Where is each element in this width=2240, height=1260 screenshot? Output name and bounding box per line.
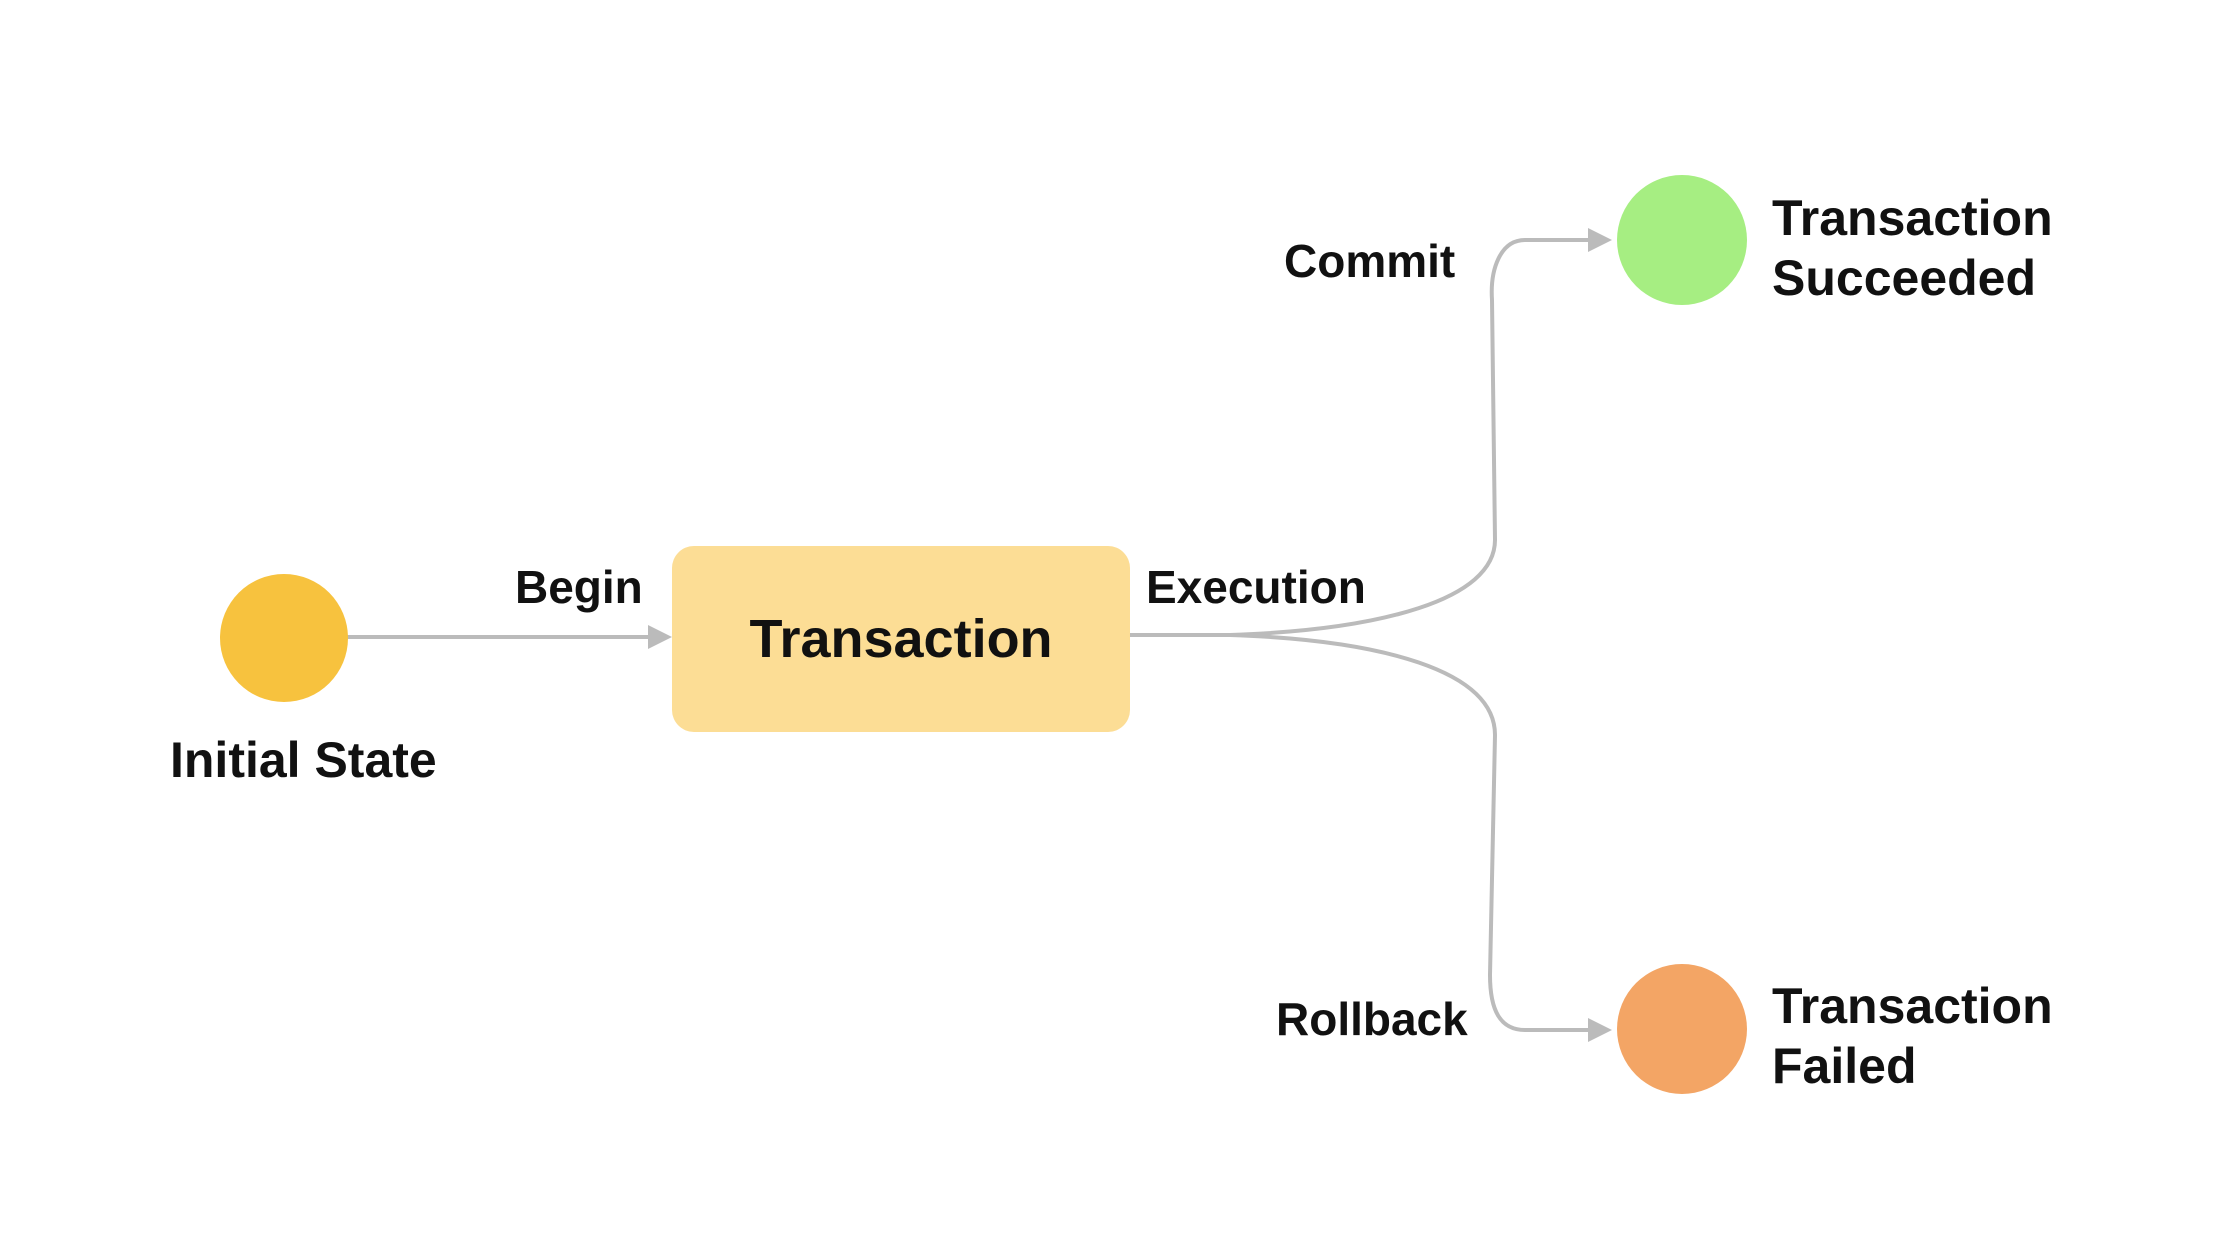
initial-state-label: Initial State	[170, 732, 437, 788]
succeeded-state-node	[1617, 175, 1747, 305]
transaction-node: Transaction	[672, 546, 1130, 732]
commit-edge-label: Commit	[1284, 235, 1456, 287]
succeeded-label-line2: Succeeded	[1772, 250, 2037, 306]
succeeded-label-line1: Transaction	[1772, 190, 2053, 246]
edge-commit	[1130, 235, 1606, 637]
execution-edge-label: Execution	[1146, 561, 1366, 613]
rollback-edge-label: Rollback	[1276, 993, 1468, 1045]
edge-rollback	[1130, 633, 1606, 1035]
arrowhead-commit-icon	[1588, 228, 1612, 252]
begin-edge-label: Begin	[515, 561, 643, 613]
transaction-node-label: Transaction	[749, 609, 1053, 669]
failed-state-node	[1617, 964, 1747, 1094]
failed-state-label: Transaction Failed	[1772, 976, 2053, 1096]
failed-label-line2: Failed	[1772, 1038, 1917, 1094]
arrowhead-rollback-icon	[1588, 1018, 1612, 1042]
arrowhead-begin-icon	[648, 625, 672, 649]
failed-label-line1: Transaction	[1772, 978, 2053, 1034]
succeeded-state-label: Transaction Succeeded	[1772, 188, 2053, 308]
initial-state-node	[220, 574, 348, 702]
